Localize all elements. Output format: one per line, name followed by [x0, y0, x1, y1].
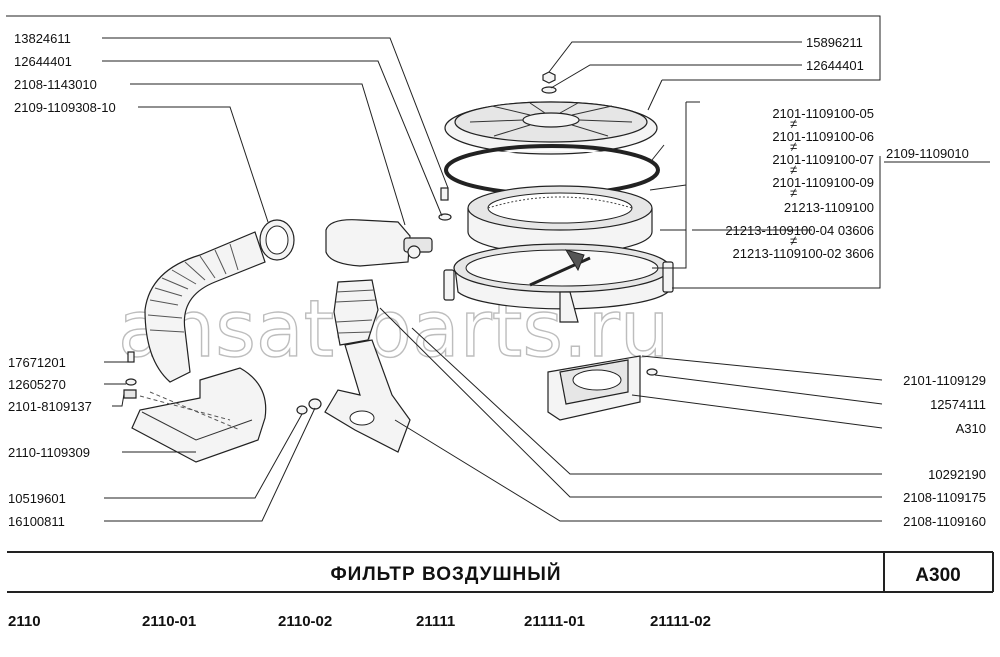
- model-2110: 2110: [8, 613, 41, 630]
- label-12644401-right: 12644401: [806, 58, 864, 73]
- throttle-elbow-part: [324, 339, 411, 453]
- label-16100811: 16100811: [8, 514, 65, 529]
- label-2101-1109129: 2101-1109129: [903, 373, 986, 388]
- label-2109-1109308-10: 2109-1109308-10: [14, 100, 116, 115]
- model-2110-01: 2110-01: [142, 613, 196, 630]
- bolt-washer-part: [438, 187, 452, 221]
- variant-marker-1: ≠: [790, 116, 797, 131]
- variant-label-7: 21213-1109100-02 3606: [733, 246, 874, 261]
- filter-variant-list: 2101-1109100-05 ≠ 2101-1109100-06 ≠ 2101…: [692, 106, 874, 261]
- variant-label-5: 21213-1109100: [784, 200, 874, 215]
- top-nut-washer-part: [541, 71, 557, 94]
- filter-lid-part: [444, 101, 658, 155]
- connector-hose-part: [333, 279, 379, 346]
- model-21111-01: 21111-01: [524, 613, 585, 630]
- model-2110-02: 2110-02: [278, 613, 332, 630]
- label-10292190: 10292190: [928, 467, 986, 482]
- diagram-title: ФИЛЬТР ВОЗДУШНЫЙ: [330, 563, 561, 585]
- washer-nut-part: [296, 398, 322, 415]
- label-2108-1143010: 2108-1143010: [14, 77, 97, 92]
- variant-label-1: 2101-1109100-05: [772, 106, 874, 121]
- model-21111-02: 21111-02: [650, 613, 711, 630]
- variant-label-3: 2101-1109100-07: [772, 152, 874, 167]
- left-fasteners-part: [123, 351, 137, 399]
- label-A310: A310: [956, 421, 986, 436]
- variant-label-4: 2101-1109100-09: [772, 175, 874, 190]
- label-2101-8109137: 2101-8109137: [8, 399, 92, 414]
- model-list: 2110 2110-01 2110-02 21111 21111-01 2111…: [8, 613, 711, 630]
- adapter-flange-part: [547, 355, 658, 421]
- left-part-labels: 13824611 12644401 2108-1143010 2109-1109…: [8, 31, 116, 529]
- right-part-labels: 15896211 12644401 2109-1109010 2101-1109…: [806, 35, 990, 529]
- variant-marker-3: ≠: [790, 162, 797, 177]
- leader-lines: [6, 15, 883, 522]
- temperature-regulator-part: [325, 219, 433, 267]
- label-10519601: 10519601: [8, 491, 66, 506]
- label-12605270: 12605270: [8, 377, 66, 392]
- label-13824611: 13824611: [14, 31, 71, 46]
- filter-housing-part: [443, 243, 674, 323]
- variant-marker-4: ≠: [790, 185, 797, 200]
- label-2108-1109160: 2108-1109160: [903, 514, 986, 529]
- filter-element-part: [467, 185, 653, 255]
- label-2109-1109010: 2109-1109010: [886, 146, 969, 161]
- variant-marker-6: ≠: [790, 233, 797, 248]
- label-12574111: 12574111: [930, 397, 986, 412]
- label-12644401-left: 12644401: [14, 54, 72, 69]
- label-17671201: 17671201: [8, 355, 66, 370]
- air-intake-part: [131, 367, 267, 463]
- intake-hose-part: [144, 219, 295, 383]
- model-21111: 21111: [416, 613, 455, 630]
- label-2110-1109309: 2110-1109309: [8, 445, 90, 460]
- label-15896211: 15896211: [806, 35, 863, 50]
- variant-marker-2: ≠: [790, 139, 797, 154]
- variant-label-2: 2101-1109100-06: [772, 129, 874, 144]
- label-2108-1109175: 2108-1109175: [903, 490, 986, 505]
- page-code: A300: [915, 565, 960, 586]
